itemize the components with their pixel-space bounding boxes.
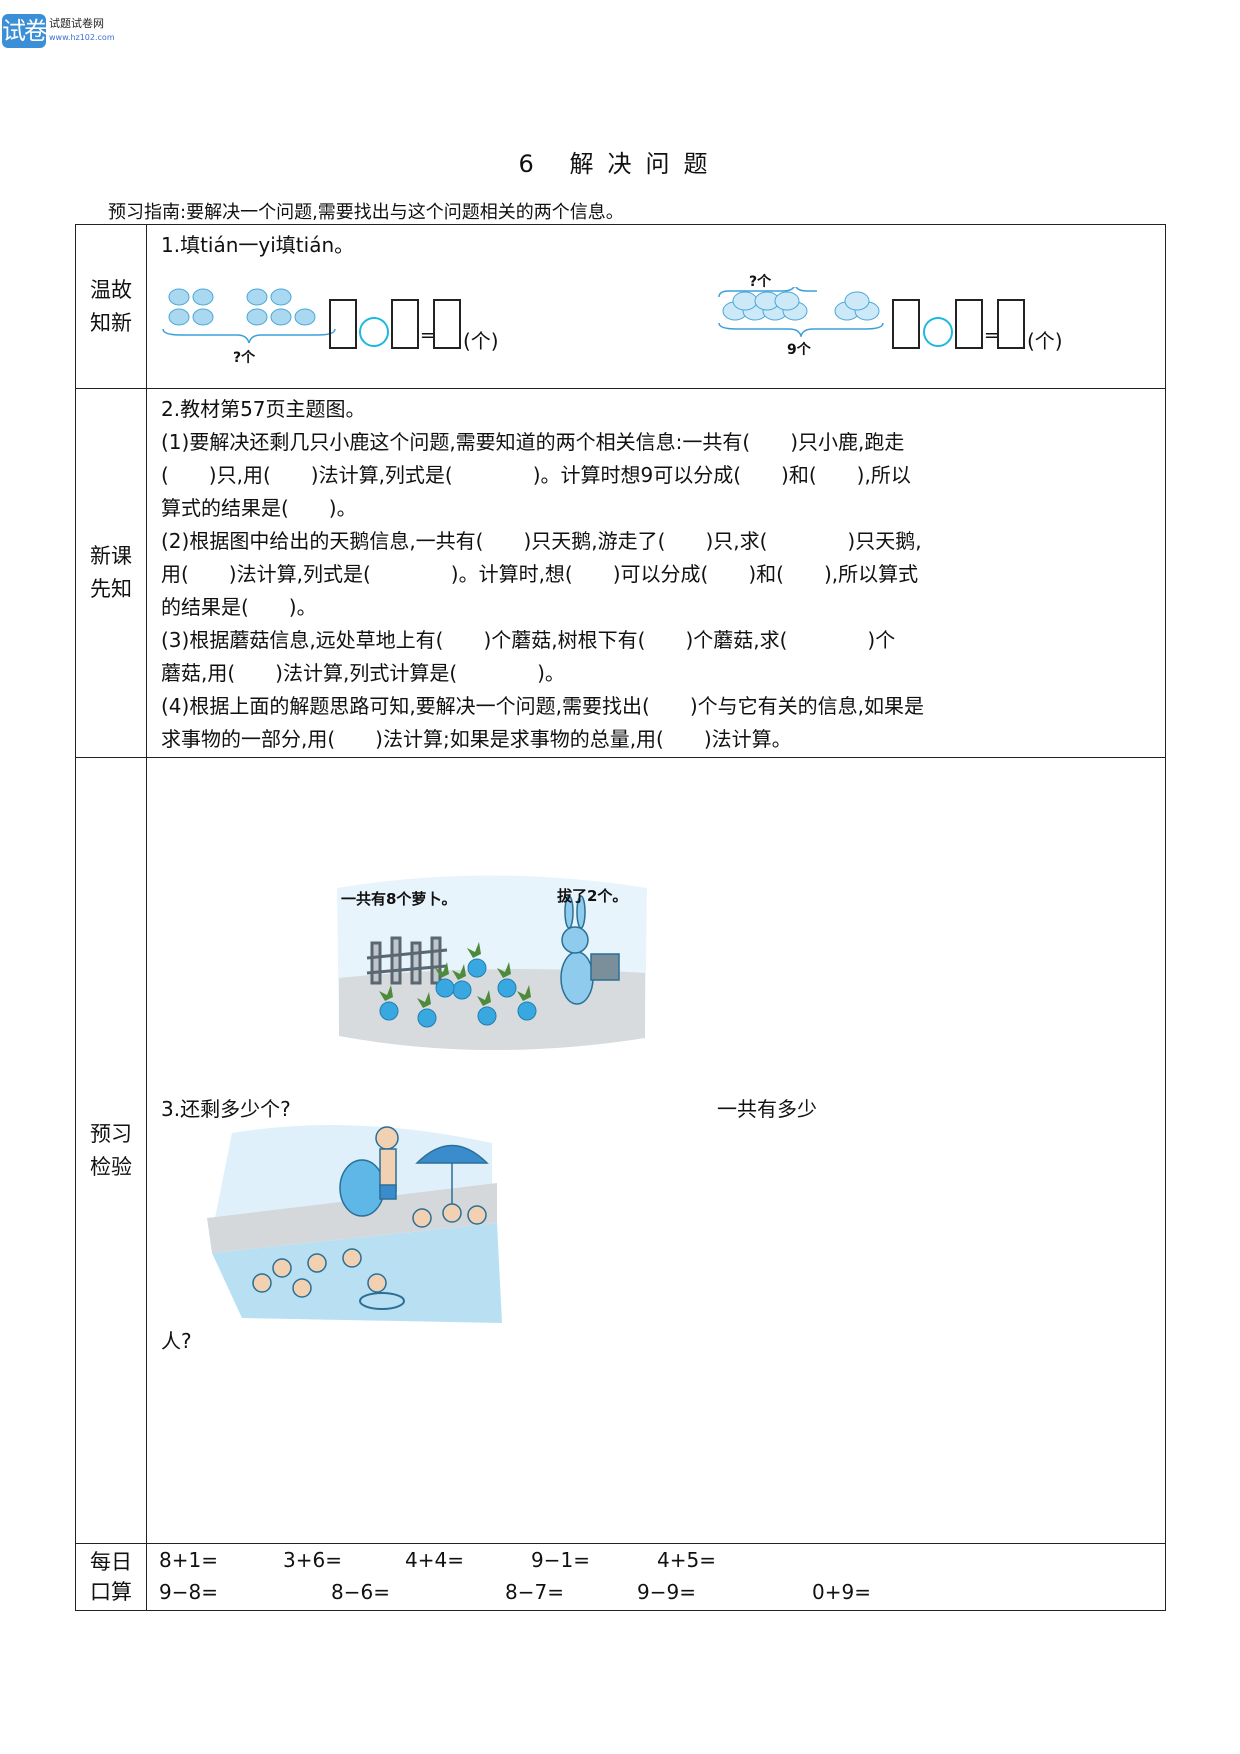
arith-item: 8−7= [505, 1580, 564, 1604]
answer-box[interactable] [391, 299, 419, 349]
logo-name: 试题试卷网 [49, 17, 104, 30]
question-3-remaining: 3.还剩多少个? [161, 1097, 291, 1121]
arith-item: 3+6= [283, 1548, 342, 1572]
right-brace-label: 9个 [787, 342, 811, 358]
section-daily: 每日 口算 8+1= 3+6= 4+4= 9−1= 4+5= 9−8= 8−6=… [75, 1543, 1166, 1611]
question-line: 算式的结果是( )。 [161, 496, 357, 520]
logo-text: 试题试卷网 www.hz102.com [49, 17, 115, 45]
left-brace-label: ?个 [233, 350, 256, 366]
question-3-total-people: 一共有多少 [717, 1097, 817, 1121]
arith-item: 4+4= [405, 1548, 464, 1572]
check-cell: 一共有8个萝卜。 拔了2个。 3.还剩多少个? 一共有多少 [147, 758, 1165, 1543]
section-label-review: 温故 知新 [75, 224, 147, 389]
question-line: 蘑菇,用( )法计算,列式计算是( )。 [161, 661, 565, 685]
bubble-pulled-radishes: 拔了2个。 [557, 887, 628, 905]
question-line: (2)根据图中给出的天鹅信息,一共有( )只天鹅,游走了( )只,求( )只天鹅… [161, 529, 922, 553]
daily-cell: 8+1= 3+6= 4+4= 9−1= 4+5= 9−8= 8−6= 8−7= … [147, 1544, 1165, 1610]
bubble-total-radishes: 一共有8个萝卜。 [341, 890, 457, 908]
question-line: (1)要解决还剩几只小鹿这个问题,需要知道的两个相关信息:一共有( )只小鹿,跑… [161, 430, 905, 454]
question-line: (3)根据蘑菇信息,远处草地上有( )个蘑菇,树根下有( )个蘑菇,求( )个 [161, 628, 896, 652]
section-label-check: 预习 检验 [75, 757, 147, 1544]
answer-box[interactable] [997, 299, 1025, 349]
section-label-daily: 每日 口算 [75, 1543, 147, 1611]
logo-url: www.hz102.com [49, 33, 115, 42]
arith-item: 9−9= [637, 1580, 696, 1604]
section-check: 预习 检验 [75, 757, 1166, 1544]
question-line: 用( )法计算,列式是( )。计算时,想( )可以分成( )和( ),所以算式 [161, 562, 919, 586]
operator-circle[interactable] [923, 317, 953, 347]
section-new-lesson: 新课 先知 2.教材第57页主题图。 (1)要解决还剩几只小鹿这个问题,需要知道… [75, 388, 1166, 758]
preview-guide: 预习指南:要解决一个问题,需要找出与这个问题相关的两个信息。 [108, 202, 624, 223]
bags-illustration [162, 288, 336, 344]
review-cell: 1.填tián一yi填tián。 ?个 = (个) [147, 225, 1165, 388]
question-3-tail: 人? [161, 1329, 192, 1353]
question-line: 的结果是( )。 [161, 595, 317, 619]
arith-item: 8−6= [331, 1580, 390, 1604]
new-lesson-cell: 2.教材第57页主题图。 (1)要解决还剩几只小鹿这个问题,需要知道的两个相关信… [147, 389, 1165, 757]
question-line: 2.教材第57页主题图。 [161, 397, 366, 421]
bags-illustration-2 [718, 287, 884, 337]
answer-box[interactable] [329, 299, 357, 349]
page-title: 6 解决问题 [518, 150, 722, 178]
question-1: 1.填tián一yi填tián。 [161, 233, 355, 257]
question-line: (4)根据上面的解题思路可知,要解决一个问题,需要找出( )个与它有关的信息,如… [161, 694, 925, 718]
right-top-label: ?个 [749, 274, 772, 290]
site-logo: 试卷 试题试卷网 www.hz102.com [2, 14, 115, 48]
question-line: 求事物的一部分,用( )法计算;如果是求事物的总量,用( )法计算。 [161, 727, 792, 751]
section-label-new-lesson: 新课 先知 [75, 388, 147, 758]
equals-sign: = [420, 325, 436, 346]
pool-illustration [207, 1125, 502, 1323]
arith-item: 0+9= [812, 1580, 871, 1604]
operator-circle[interactable] [359, 317, 389, 347]
unit-label: (个) [1027, 329, 1063, 353]
arith-item: 4+5= [657, 1548, 716, 1572]
arith-item: 9−1= [531, 1548, 590, 1572]
unit-label: (个) [463, 329, 499, 353]
worksheet-table: 温故 知新 1.填tián一yi填tián。 ?个 [75, 224, 1166, 1611]
logo-badge: 试卷 [2, 14, 48, 48]
arith-item: 9−8= [159, 1580, 218, 1604]
answer-box[interactable] [892, 299, 920, 349]
radish-illustration [337, 875, 647, 1051]
arith-item: 8+1= [159, 1548, 218, 1572]
question-line: ( )只,用( )法计算,列式是( )。计算时想9可以分成( )和( ),所以 [161, 463, 911, 487]
answer-box[interactable] [433, 299, 461, 349]
equals-sign: = [984, 325, 1000, 346]
section-review: 温故 知新 1.填tián一yi填tián。 ?个 [75, 224, 1166, 389]
answer-box[interactable] [955, 299, 983, 349]
